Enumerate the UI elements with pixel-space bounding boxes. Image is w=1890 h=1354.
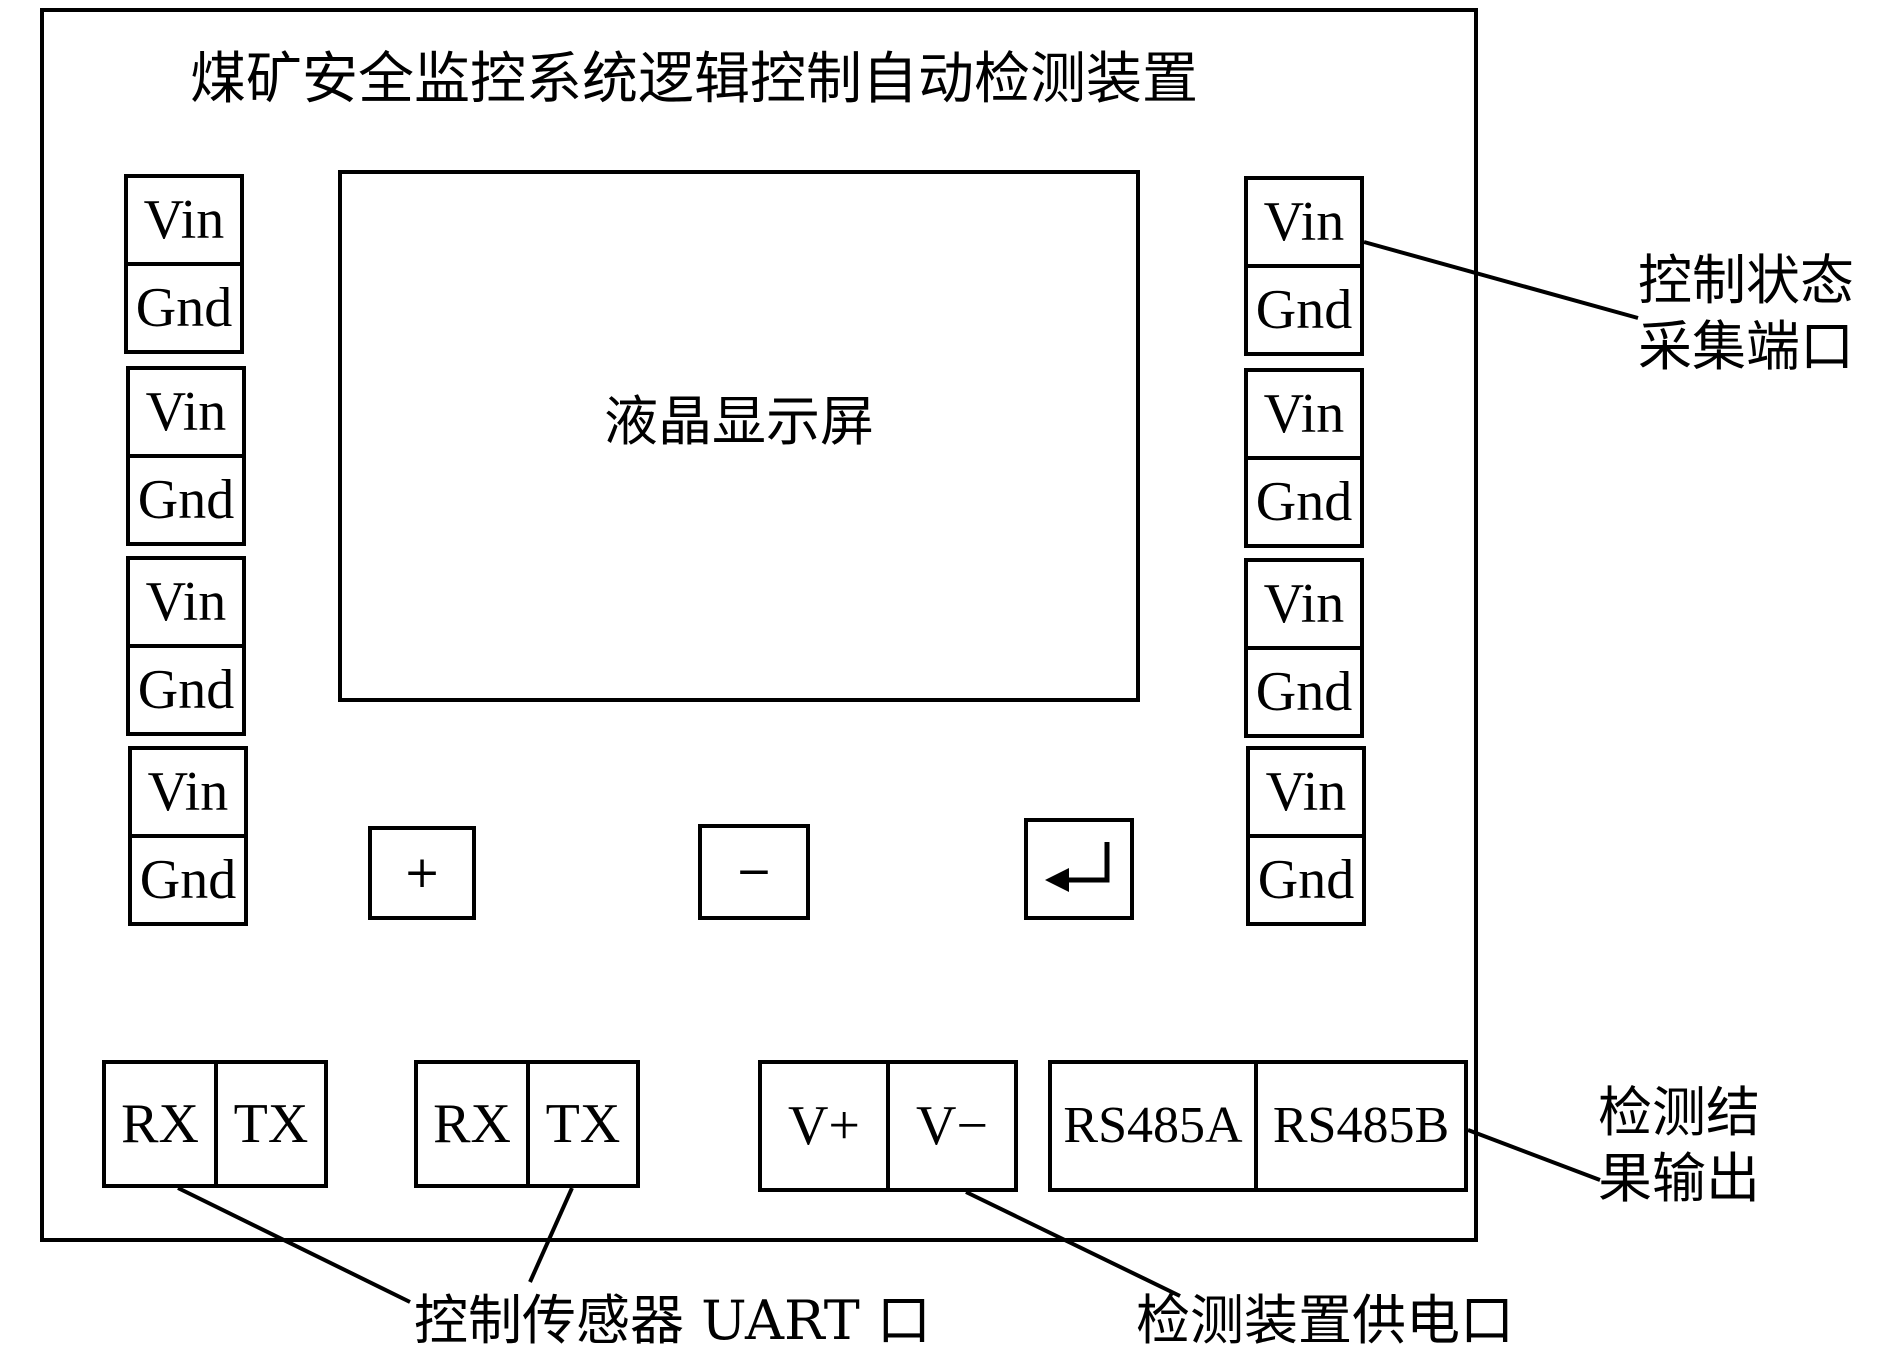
callout-control-state-line1: 控制状态 [1638, 249, 1854, 312]
left-port-3-gnd: Gnd [126, 644, 246, 736]
leader-result-output [1467, 1128, 1601, 1182]
power-vplus: V+ [758, 1060, 890, 1192]
callout-power-supply: 检测装置供电口 [1136, 1289, 1514, 1352]
callout-result-output-line1: 检测结 [1598, 1081, 1760, 1144]
left-port-2-gnd: Gnd [126, 454, 246, 546]
leader-power [965, 1190, 1181, 1298]
right-port-3-gnd: Gnd [1244, 646, 1364, 738]
enter-button[interactable] [1024, 818, 1134, 920]
device-title: 煤矿安全监控系统逻辑控制自动检测装置 [190, 47, 1198, 112]
right-port-4-gnd: Gnd [1246, 834, 1366, 926]
device-panel [40, 8, 1478, 1242]
left-port-1-gnd: Gnd [124, 262, 244, 354]
callout-result-output: 检测结 果输出 [1598, 1080, 1760, 1212]
callout-control-state-line2: 采集端口 [1638, 315, 1854, 378]
right-port-2-gnd: Gnd [1244, 456, 1364, 548]
left-port-4-vin: Vin [128, 746, 248, 838]
leader-control-state [1363, 240, 1639, 320]
enter-icon [1045, 842, 1110, 892]
plus-button[interactable]: + [368, 826, 476, 920]
left-port-1-vin: Vin [124, 174, 244, 266]
rs485-b: RS485B [1254, 1060, 1468, 1192]
right-port-3-vin: Vin [1244, 558, 1364, 650]
callout-control-state: 控制状态 采集端口 [1638, 248, 1854, 380]
lcd-screen [338, 170, 1140, 702]
uart2-tx: TX [526, 1060, 640, 1188]
left-port-4-gnd: Gnd [128, 834, 248, 926]
leader-uart1 [177, 1186, 411, 1304]
uart1-tx: TX [214, 1060, 328, 1188]
power-vminus: V− [886, 1060, 1018, 1192]
callout-sensor-uart: 控制传感器 UART 口 [414, 1289, 931, 1352]
lcd-screen-label: 液晶显示屏 [604, 390, 874, 453]
minus-button[interactable]: − [698, 824, 810, 920]
callout-result-output-line2: 果输出 [1598, 1147, 1760, 1210]
rs485-a: RS485A [1048, 1060, 1258, 1192]
leader-uart2 [528, 1187, 574, 1283]
right-port-1-vin: Vin [1244, 176, 1364, 268]
right-port-1-gnd: Gnd [1244, 264, 1364, 356]
